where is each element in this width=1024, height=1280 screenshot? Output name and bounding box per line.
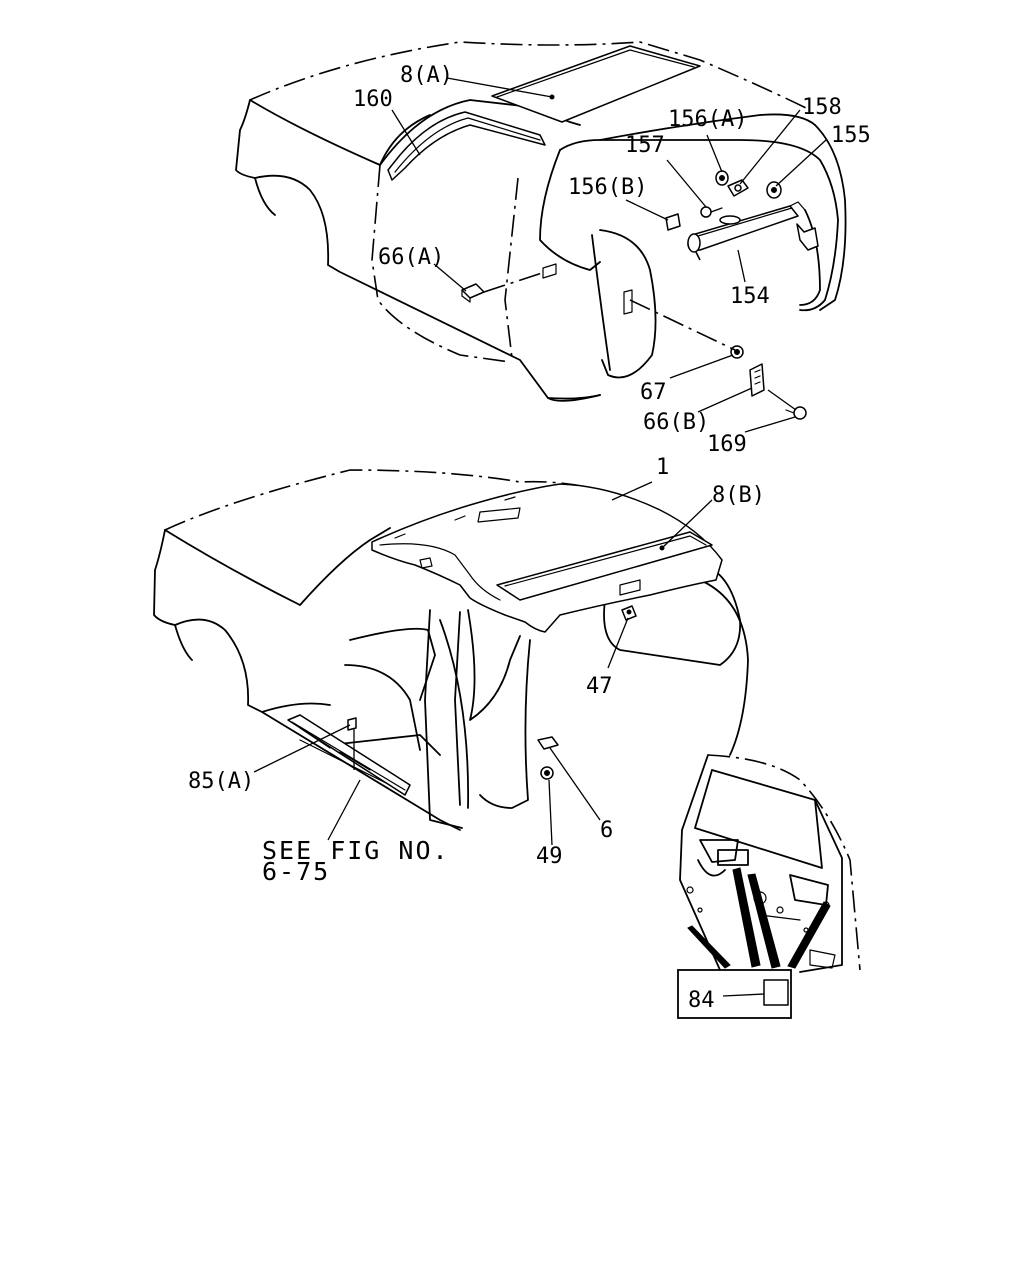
sunroof-panel-8a [491,45,701,123]
grommet-49 [540,766,554,780]
callout-49: 49 [536,844,563,869]
callout-169: 169 [707,432,747,457]
callout-66b: 66(B) [643,410,709,435]
clip-155 [766,181,782,199]
screw-157 [700,206,723,218]
clip-85a [347,717,357,731]
grommet-67 [730,345,744,359]
bracket-66b [749,363,765,397]
weatherstrip-160 [387,111,546,181]
callout-box-84 [677,969,792,1019]
callout-156a: 156(A) [668,107,747,132]
callout-155: 155 [831,123,871,148]
rear-bar-154 [687,201,819,253]
callout-84: 84 [688,988,715,1013]
mount-hole-66b [623,289,633,315]
mount-hole-66a [542,263,557,279]
callout-47: 47 [586,674,613,699]
reference-line-1: SEE FIG NO. [262,836,450,865]
clip-156a [715,170,729,186]
clip-66a [461,283,485,303]
callout-6: 6 [600,818,613,843]
lower-leaders [253,481,713,846]
callout-67: 67 [640,380,667,405]
callout-66a: 66(A) [378,245,444,270]
callout-8a: 8(A) [400,63,453,88]
upper-body-outline [235,41,847,402]
callout-157: 157 [625,133,665,158]
callout-160: 160 [353,87,393,112]
reference-line-2: 6-75 [262,857,330,886]
trim-6 [537,736,559,750]
callout-156b: 156(B) [568,175,647,200]
sunroof-trim-8b [496,531,713,601]
upper-leaders [391,77,827,433]
scuff-plate-85a [287,714,411,796]
callout-1: 1 [656,455,669,480]
callout-85a: 85(A) [188,769,254,794]
headliner-1 [371,483,723,633]
callout-labels: 8(A) 160 156(A) 158 155 157 156(B) 66(A)… [188,63,871,1013]
cap-156b [665,213,681,231]
callout-154: 154 [730,284,770,309]
door-panel [679,754,861,973]
clip-158 [727,179,749,197]
callout-8b: 8(B) [712,483,765,508]
callout-158: 158 [802,95,842,120]
bolt-169 [785,406,807,420]
clip-47 [621,605,637,621]
